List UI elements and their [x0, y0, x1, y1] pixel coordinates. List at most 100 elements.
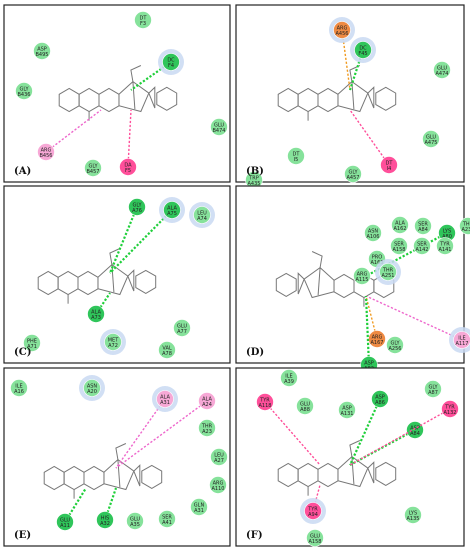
- ligand-pyrrole: [367, 86, 375, 109]
- residue-number: A141: [439, 247, 452, 253]
- residue-number: A251: [382, 273, 395, 279]
- residue-name: ARG: [213, 481, 224, 487]
- ligand-structure: [277, 440, 397, 496]
- residue-disc: [386, 336, 404, 354]
- residue-disc: [209, 476, 227, 494]
- ligand-side-chain: [349, 440, 361, 457]
- residue-disc: [198, 392, 216, 410]
- ligand-cage: [303, 266, 335, 299]
- residue-disc: [390, 237, 408, 255]
- residue-name: MET: [108, 338, 119, 344]
- residue-name: ASP: [342, 406, 352, 412]
- residue-number: A77: [177, 329, 187, 335]
- residue-name: ASP: [37, 47, 47, 53]
- residue-disc: [379, 263, 397, 281]
- residue-number: A158: [309, 539, 322, 545]
- residue-number: A158: [393, 247, 406, 253]
- panel-frame: [235, 185, 465, 364]
- residue-disc: [353, 267, 371, 285]
- residue-disc: [406, 421, 424, 439]
- interaction-line: [64, 487, 87, 523]
- residue-name: VAL: [162, 346, 172, 352]
- interaction-line: [349, 109, 390, 166]
- ligand-indole-ring: [375, 461, 397, 486]
- residue-number: A23: [202, 429, 212, 435]
- residue-number: I5: [294, 157, 299, 163]
- residue-name: ALA: [395, 221, 405, 227]
- residue-disc: [424, 380, 442, 398]
- residue-name: ASN: [87, 384, 98, 390]
- residue-number: A80: [442, 234, 452, 240]
- interaction-line: [365, 295, 378, 340]
- residue-name: ALA: [160, 395, 170, 401]
- residue-disc: [371, 390, 389, 408]
- residue-name: TYR: [307, 507, 318, 513]
- residue-name: ILE: [15, 384, 22, 390]
- residue-disc: [256, 393, 274, 411]
- residue-name: TYR: [439, 242, 450, 248]
- residue-name: SER: [162, 515, 172, 521]
- residue-number: A94: [308, 512, 318, 518]
- residue-disc: [287, 147, 305, 165]
- residue-name: DC: [167, 58, 175, 64]
- residue-number: B457: [87, 169, 100, 175]
- residue-name: SER: [417, 242, 427, 248]
- residue-disc: [380, 156, 398, 174]
- residue-disc: [158, 341, 176, 359]
- interaction-line: [127, 109, 132, 168]
- residue-name: LYS: [443, 229, 451, 235]
- residue-disc: [333, 21, 351, 39]
- residue-name: GLU: [60, 518, 70, 524]
- residue-name: GLU: [214, 123, 224, 129]
- ligand-side-chain: [115, 443, 127, 460]
- residue-disc: [83, 379, 101, 397]
- ligand-pyrrole: [133, 464, 141, 487]
- panel-label: (B): [246, 166, 264, 177]
- residue-number: A20: [87, 389, 97, 395]
- ligand-structure: [275, 251, 395, 307]
- residue-disc: [84, 159, 102, 177]
- residue-number: A41: [162, 520, 172, 526]
- residue-number: A474: [436, 71, 449, 77]
- residue-number: A72: [108, 343, 118, 349]
- residue-disc: [441, 400, 459, 418]
- interaction-line: [115, 398, 166, 469]
- residue-name: GLN: [194, 503, 205, 509]
- interaction-line: [349, 408, 451, 466]
- residue-number: A87: [428, 390, 438, 396]
- residue-number: A11: [60, 523, 70, 529]
- panel-b: ARGA456DCF45GLUA474GLUA475DTI5DTI4GLYA45…: [235, 4, 465, 189]
- residue-name: GLU: [300, 402, 310, 408]
- residue-number: F3: [140, 21, 146, 27]
- residue-number: B456: [40, 153, 53, 159]
- ligand-indole-ring: [135, 269, 157, 294]
- residue-number: I4: [387, 166, 392, 172]
- residue-name: TYR: [444, 405, 455, 411]
- ligand-bridge: [317, 267, 321, 296]
- residue-name: ALA: [167, 206, 177, 212]
- residue-number: A118: [259, 403, 272, 409]
- ligand-side-chain: [130, 65, 142, 82]
- residue-number: A167: [371, 340, 384, 346]
- residue-disc: [162, 53, 180, 71]
- residue-number: A232: [462, 227, 470, 233]
- residue-number: A74: [197, 216, 207, 222]
- ligand-indole-ring: [275, 272, 297, 297]
